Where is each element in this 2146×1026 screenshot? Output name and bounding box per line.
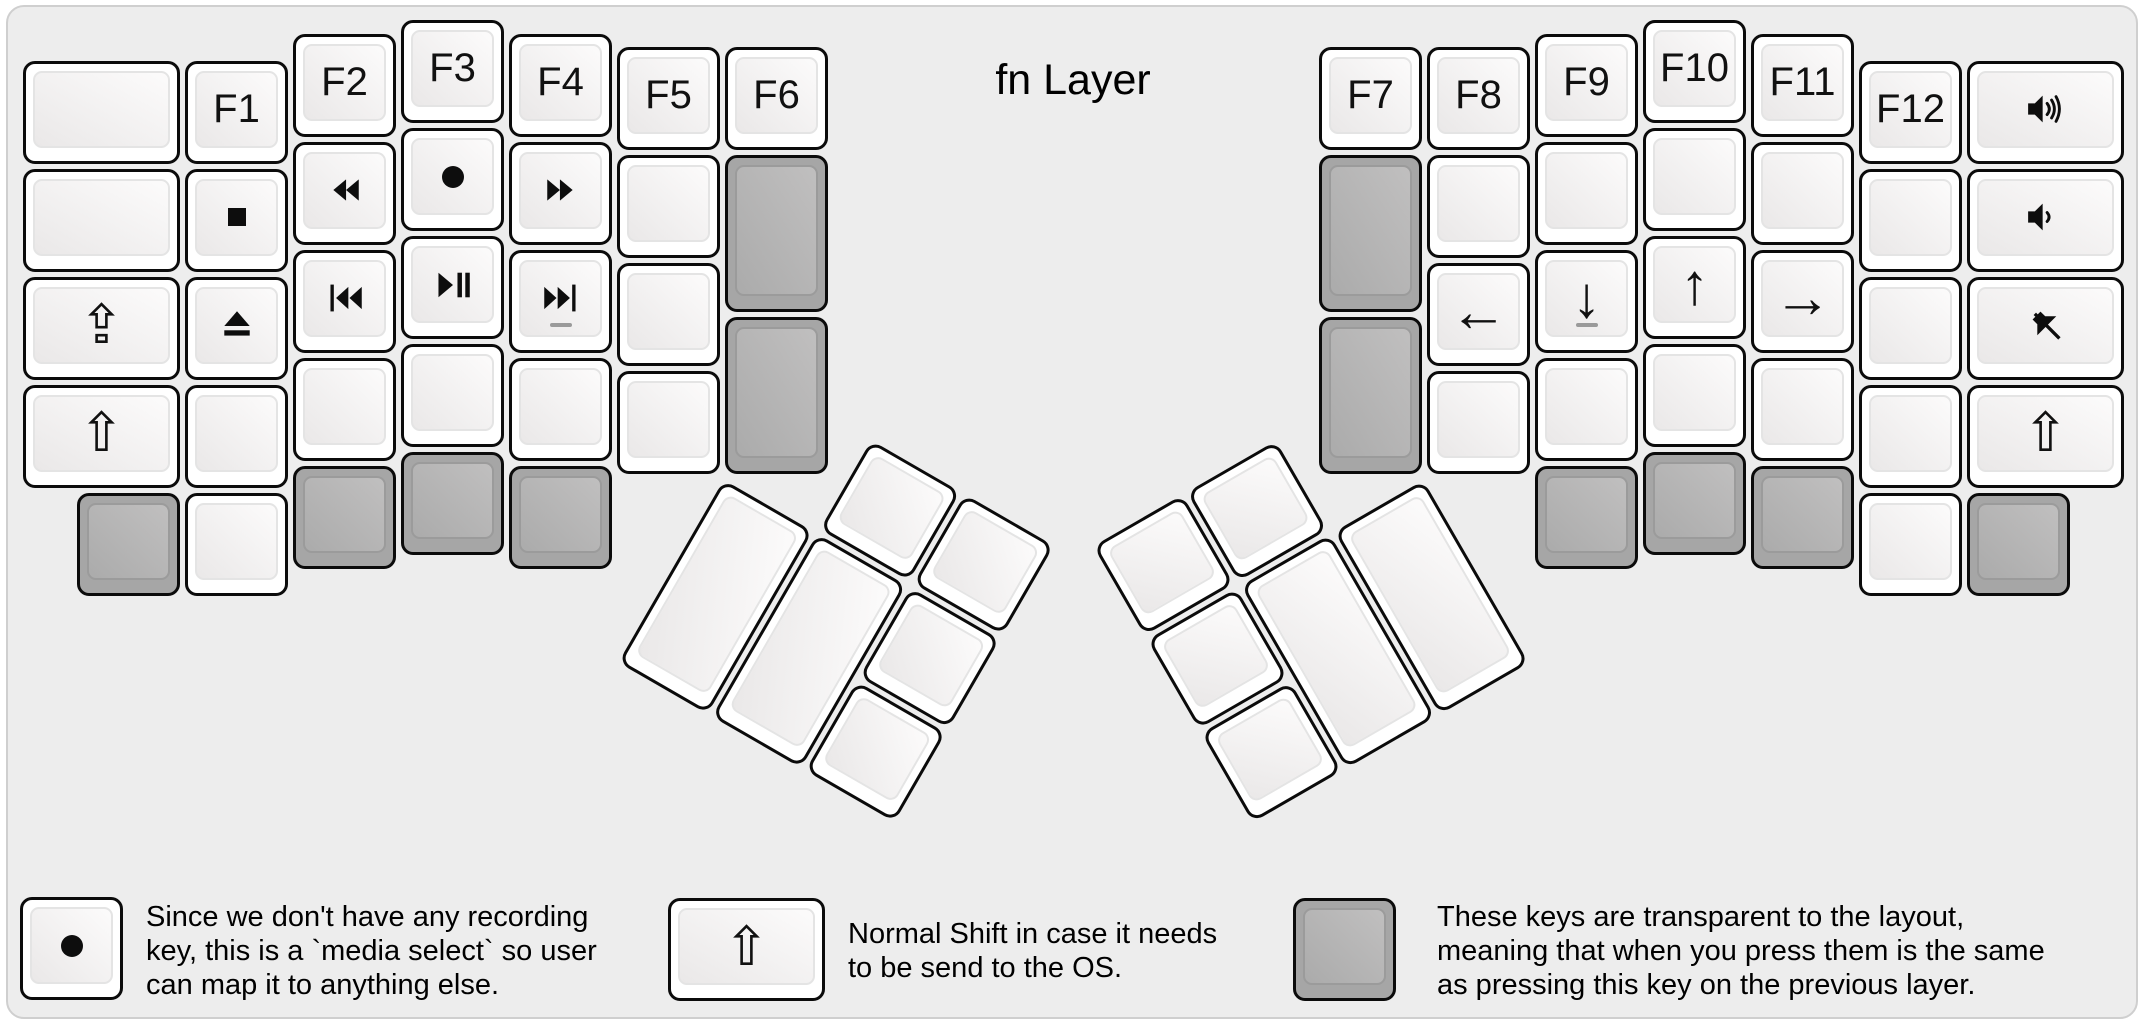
keyboard-panel — [6, 5, 2138, 1019]
layer-title: fn Layer — [995, 56, 1151, 104]
